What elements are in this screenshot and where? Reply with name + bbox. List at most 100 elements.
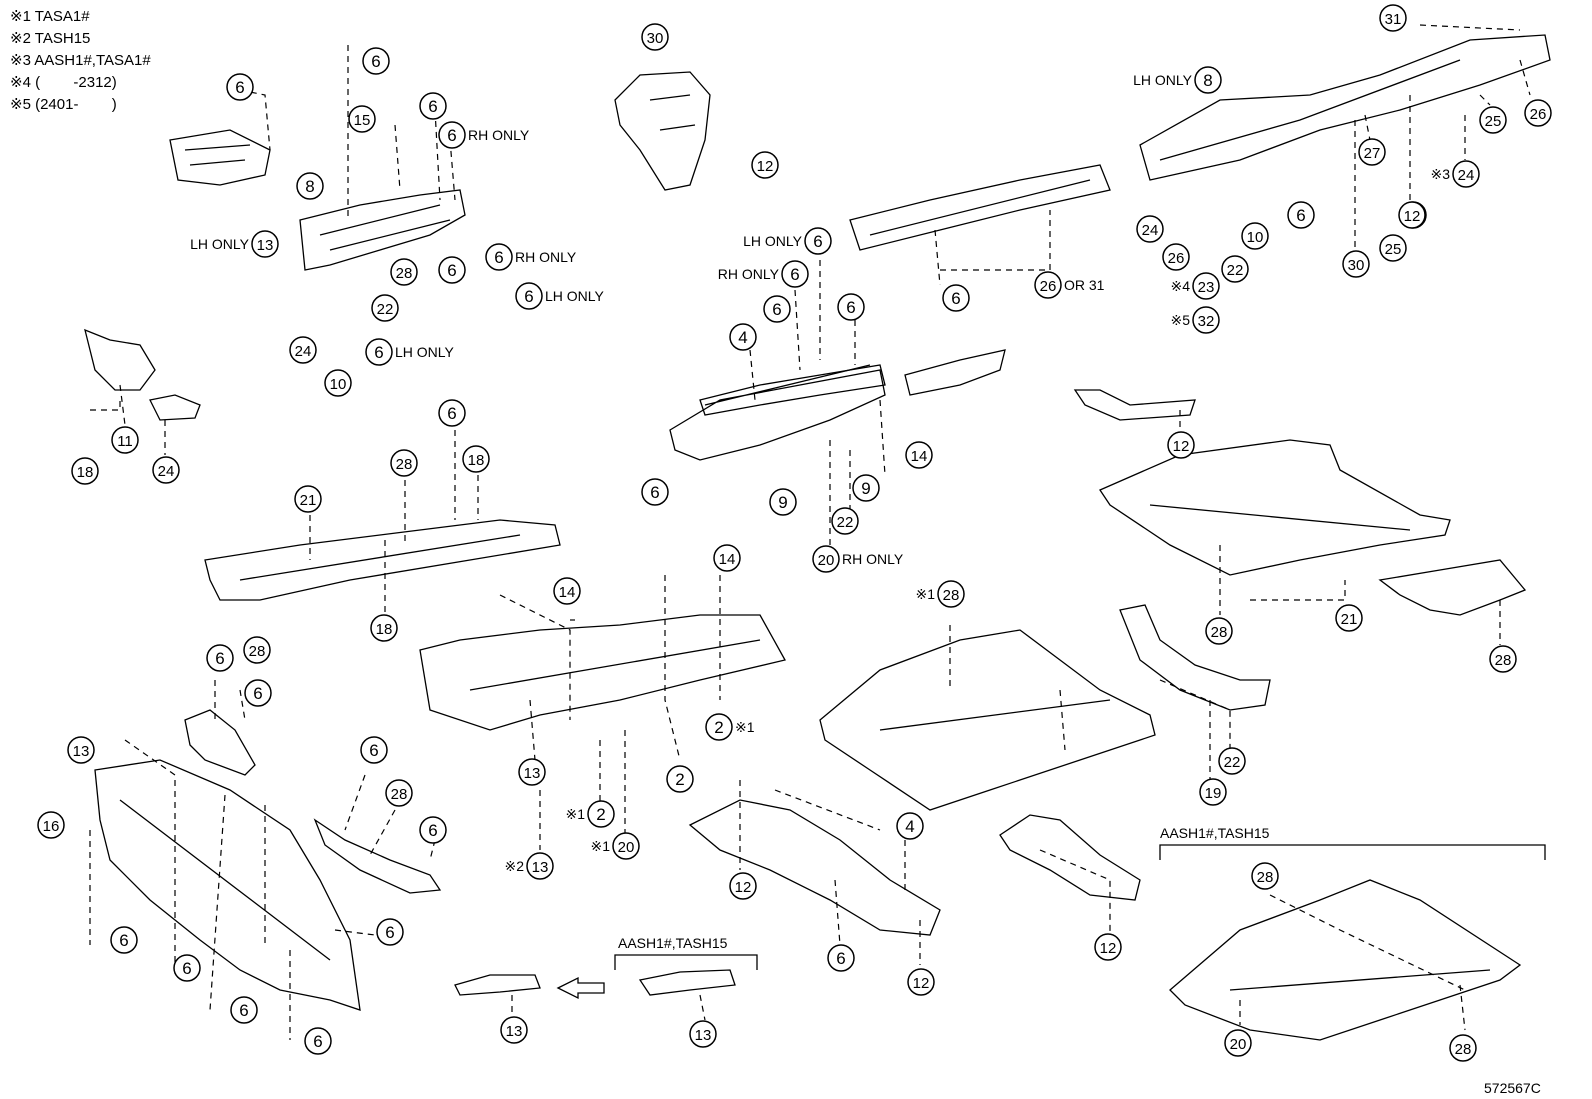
part-bracket-30	[614, 71, 711, 191]
callout-circle	[515, 282, 543, 310]
part-floor-center	[819, 629, 1156, 811]
part-bracket-13-aash	[638, 969, 736, 996]
callout-6: 6	[763, 295, 791, 323]
callout-number: 2	[596, 805, 605, 824]
callout-tag: ※1	[735, 719, 755, 735]
callout-number: 22	[837, 514, 854, 531]
callout-21: 21	[1335, 604, 1363, 632]
part-dash-panel	[94, 759, 361, 1011]
callout-circle	[587, 800, 615, 828]
callout-12: 12	[907, 968, 935, 996]
callout-8: 8LH ONLY	[1133, 66, 1222, 94]
callout-6: 6	[360, 736, 388, 764]
callout-circle	[1358, 138, 1386, 166]
callout-number: 6	[650, 483, 659, 502]
callout-tag: OR 31	[1064, 277, 1105, 293]
callout-number: 4	[738, 328, 747, 347]
callout-circle	[1241, 222, 1269, 250]
callout-circle	[553, 577, 581, 605]
callout-circle	[1034, 271, 1062, 299]
note-5: ※5 (2401- )	[10, 96, 117, 113]
callout-circle	[1287, 201, 1315, 229]
callout-circle	[812, 545, 840, 573]
part-rail-center	[849, 164, 1111, 251]
callout-number: 24	[295, 343, 312, 360]
callout-circle	[713, 544, 741, 572]
callout-circle	[251, 230, 279, 258]
callout-number: 28	[396, 265, 413, 282]
callout-circle	[419, 816, 447, 844]
callout-number: 13	[506, 1023, 523, 1040]
callout-30: 30	[641, 23, 669, 51]
callout-number: 6	[182, 959, 191, 978]
callout-12: 12	[1167, 431, 1195, 459]
part-bracket-12-lower-right	[999, 814, 1141, 901]
callout-circle	[348, 105, 376, 133]
callout-circle	[324, 369, 352, 397]
callout-number: 9	[778, 493, 787, 512]
callout-14: 14	[905, 441, 933, 469]
callout-number: 6	[951, 289, 960, 308]
callout-number: 6	[813, 232, 822, 251]
note-1: ※1 TASA1#	[10, 8, 90, 25]
callout-number: 28	[1455, 1041, 1472, 1058]
callout-12: 12	[751, 151, 779, 179]
callout-number: 6	[369, 741, 378, 760]
callout-number: 6	[836, 949, 845, 968]
callout-6: 6	[837, 293, 865, 321]
callout-number: 6	[215, 649, 224, 668]
callout-22: 22	[371, 294, 399, 322]
callout-13: 13	[518, 758, 546, 786]
callout-number: 13	[524, 765, 541, 782]
callout-25: 25	[1479, 106, 1507, 134]
callout-number: 21	[1341, 611, 1358, 628]
callout-24: 24※3	[1430, 160, 1480, 188]
callout-circle	[110, 926, 138, 954]
callout-number: 6	[235, 78, 244, 97]
callout-number: 6	[119, 931, 128, 950]
callout-28: 28	[1489, 645, 1517, 673]
callout-number: 12	[913, 975, 930, 992]
callout-18: 18	[370, 614, 398, 642]
callout-circle	[365, 338, 393, 366]
callout-circle	[831, 507, 859, 535]
callout-circle	[206, 644, 234, 672]
callout-number: 30	[1348, 257, 1365, 274]
callout-tag: ※5	[1170, 312, 1190, 328]
callout-number: 6	[385, 923, 394, 942]
callout-31: 31	[1379, 4, 1407, 32]
callout-tag: RH ONLY	[468, 127, 530, 143]
callout-6: 6	[438, 399, 466, 427]
callout-number: 14	[719, 551, 736, 568]
callout-13: 13	[67, 736, 95, 764]
callout-number: 28	[1257, 869, 1274, 886]
callout-circle	[438, 121, 466, 149]
callout-circle	[289, 336, 317, 364]
callout-25: 25	[1379, 234, 1407, 262]
callout-circle	[1398, 201, 1426, 229]
callout-circle	[905, 441, 933, 469]
callout-20: 20※1	[590, 832, 640, 860]
callout-28: 28	[385, 779, 413, 807]
callout-2: 2	[666, 765, 694, 793]
part-member-19-22	[1119, 604, 1271, 711]
callout-number: 28	[396, 456, 413, 473]
callout-circle	[173, 954, 201, 982]
callout-26: 26	[1524, 99, 1552, 127]
callout-number: 22	[377, 301, 394, 318]
callout-tag: ※2	[504, 858, 524, 874]
callout-circle	[729, 872, 757, 900]
callout-circle	[729, 323, 757, 351]
callout-circle	[1379, 4, 1407, 32]
callout-28: 28※1	[915, 580, 965, 608]
callout-number: 13	[532, 859, 549, 876]
callout-circle	[1452, 160, 1480, 188]
callout-circle	[71, 457, 99, 485]
callout-28: 28	[243, 636, 271, 664]
group-label-bottom-right: AASH1#,TASH15	[1160, 825, 1270, 841]
callout-28: 28	[390, 449, 418, 477]
